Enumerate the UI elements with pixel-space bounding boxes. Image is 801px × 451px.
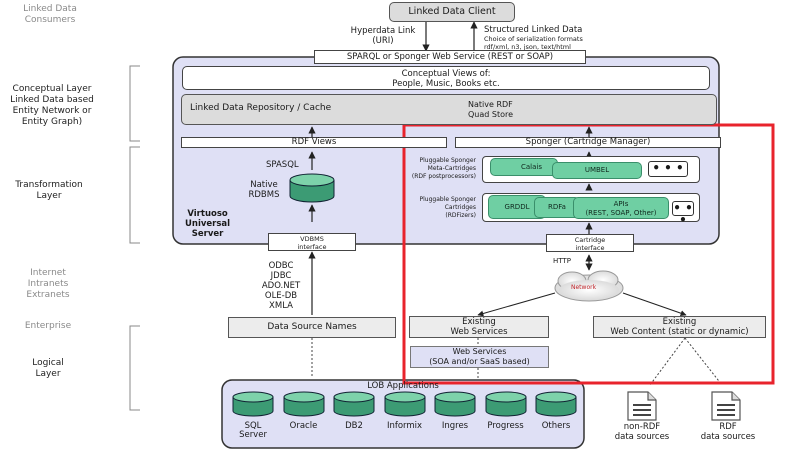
network-cloud <box>554 270 624 302</box>
vdbms-interface-box: VDBMS interface <box>268 233 356 251</box>
non-rdf-doc-icon <box>627 391 657 421</box>
line-network-webcontent <box>622 292 687 317</box>
rdf-doc-icon <box>711 391 741 421</box>
calais-cartridge: Calais <box>490 158 558 176</box>
line-network-webservices <box>477 292 556 317</box>
database-label: Progress <box>487 421 524 431</box>
virtuoso-universal-server-label: Virtuoso Universal Server <box>185 209 231 239</box>
sparql-sponger-bar: SPARQL or Sponger Web Service (REST or S… <box>314 50 586 64</box>
database-item: Others <box>534 391 578 431</box>
apis-cartridge: APIs (REST, SOAP, Other) <box>573 197 669 219</box>
database-cylinder-icon <box>434 391 476 417</box>
database-item: Oracle <box>282 391 326 431</box>
label-internet: Internet Intranets Extranets <box>26 268 70 300</box>
label-linked-data-consumers: Linked Data Consumers <box>23 4 77 25</box>
linked-data-repository-box <box>181 94 717 125</box>
rdf-data-sources-label: RDF data sources <box>700 422 756 442</box>
more-meta-cartridges-icon: • • • <box>648 161 688 177</box>
native-rdbms-label: Native RDBMS <box>248 180 280 200</box>
database-item: Progress <box>484 391 528 431</box>
database-cylinder-icon <box>333 391 375 417</box>
non-rdf-data-sources-label: non-RDF data sources <box>614 422 670 442</box>
database-cylinder-icon <box>485 391 526 417</box>
database-item: Ingres <box>433 391 477 431</box>
quad-store-label: Native RDF Quad Store <box>468 100 514 119</box>
network-label: Network <box>571 284 597 291</box>
database-cylinder-icon <box>283 391 324 417</box>
existing-web-content-box: Existing Web Content (static or dynamic) <box>593 316 766 338</box>
hyperdata-link-label: Hyperdata Link (URI) <box>350 26 416 46</box>
database-cylinder-icon <box>384 391 425 417</box>
database-item: Informix <box>383 391 427 431</box>
repository-label: Linked Data Repository / Cache <box>190 103 332 113</box>
existing-web-services-box: Existing Web Services <box>409 316 549 338</box>
more-cartridges-icon: • • • <box>672 201 694 227</box>
sponger-cartridge-manager-bar: Sponger (Cartridge Manager) <box>455 137 721 148</box>
meta-cartridges-label: Pluggable Sponger Meta-Cartridges (RDF p… <box>411 157 476 180</box>
lob-applications-title: LOB Applications <box>367 381 439 391</box>
structured-linked-data-title: Structured Linked Data <box>484 25 583 35</box>
database-label: Informix <box>386 421 423 431</box>
database-label: DB2 <box>345 421 363 431</box>
label-logical-layer: Logical Layer <box>32 358 64 379</box>
native-rdbms-icon <box>289 173 335 203</box>
database-label: SQL Server <box>239 421 267 440</box>
database-item: DB2 <box>332 391 376 431</box>
rdf-views-bar: RDF Views <box>181 137 447 148</box>
http-label: HTTP <box>553 257 571 265</box>
database-cylinder-icon <box>535 391 577 417</box>
label-conceptual-layer: Conceptual Layer Linked Data based Entit… <box>10 84 94 127</box>
database-label: Ingres <box>441 421 469 431</box>
linked-data-client-box: Linked Data Client <box>389 2 515 22</box>
cartridge-interface-box: Cartridge interface <box>546 234 634 252</box>
layer-brackets <box>129 65 140 411</box>
database-item: SQL Server <box>231 391 275 440</box>
web-services-box: Web Services (SOA and/or SaaS based) <box>410 346 549 368</box>
structured-linked-data-detail: Choice of serialization formats rdf/xml,… <box>484 35 583 51</box>
cartridges-label: Pluggable Sponger Cartridges (RDFizers) <box>419 196 476 219</box>
spasql-label: SPASQL <box>266 160 299 170</box>
label-enterprise: Enterprise <box>24 321 72 331</box>
database-label: Others <box>541 421 571 431</box>
label-transformation-layer: Transformation Layer <box>15 180 83 201</box>
conceptual-views-box: Conceptual Views of: People, Music, Book… <box>182 66 710 90</box>
data-source-names-box: Data Source Names <box>228 317 396 338</box>
protocols-list: ODBC JDBC ADO.NET OLE-DB XMLA <box>261 261 301 311</box>
database-cylinder-icon <box>232 391 274 417</box>
dotted-connectors <box>311 337 723 386</box>
database-label: Oracle <box>289 421 318 431</box>
highlight-frame <box>402 123 775 385</box>
umbel-cartridge: UMBEL <box>552 162 642 179</box>
